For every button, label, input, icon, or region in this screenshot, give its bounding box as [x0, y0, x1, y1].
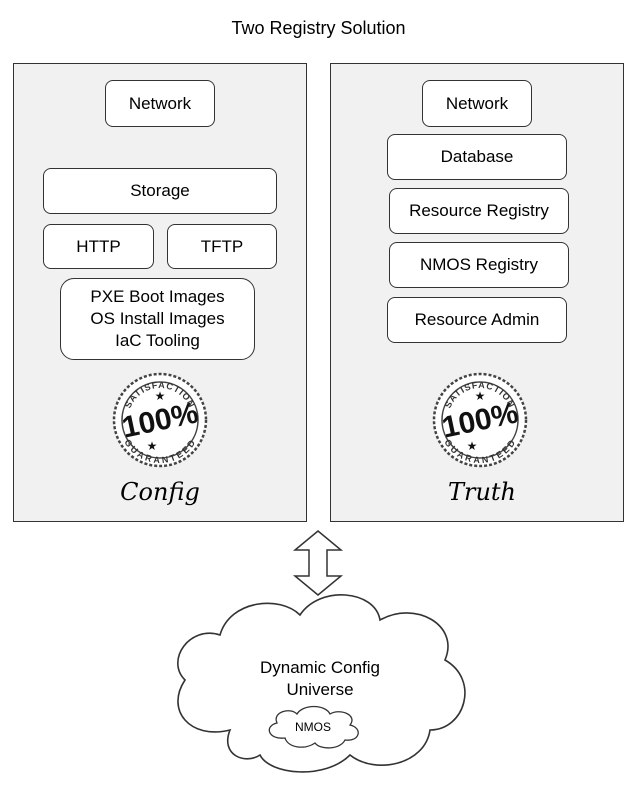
nmos-cloud: NMOS [268, 705, 359, 749]
diagram-title: Two Registry Solution [231, 18, 406, 38]
double-arrow-icon [292, 530, 344, 596]
star-icon: ★ [147, 439, 158, 453]
config-caption: Config [120, 478, 200, 506]
iac-tooling-label: IaC Tooling [115, 331, 200, 350]
storage-box: Storage [43, 168, 277, 214]
cloud-line-1: Dynamic Config [260, 658, 380, 677]
nmos-registry-box: NMOS Registry [389, 242, 569, 288]
satisfaction-stamp-config: SATISFACTION GUARANTEED 100% ★ ★ [112, 372, 208, 468]
truth-network-box: Network [422, 80, 532, 127]
truth-caption: Truth [447, 478, 517, 506]
tftp-box: TFTP [167, 224, 277, 269]
cloud-line-2: Universe [286, 680, 353, 699]
star-icon: ★ [467, 439, 478, 453]
pxe-boot-images-label: PXE Boot Images [90, 287, 225, 306]
dynamic-config-cloud: Dynamic Config Universe NMOS [177, 594, 466, 773]
star-icon: ★ [475, 389, 486, 403]
resource-registry-box: Resource Registry [389, 188, 569, 234]
star-icon: ★ [155, 389, 166, 403]
os-install-images-label: OS Install Images [90, 309, 225, 328]
http-box: HTTP [43, 224, 154, 269]
images-box: PXE Boot Images OS Install Images IaC To… [60, 278, 255, 360]
satisfaction-stamp-truth: SATISFACTION GUARANTEED 100% ★ ★ [432, 372, 528, 468]
resource-admin-box: Resource Admin [387, 297, 567, 343]
config-network-box: Network [105, 80, 215, 127]
nmos-label: NMOS [295, 720, 331, 734]
database-box: Database [387, 134, 567, 180]
